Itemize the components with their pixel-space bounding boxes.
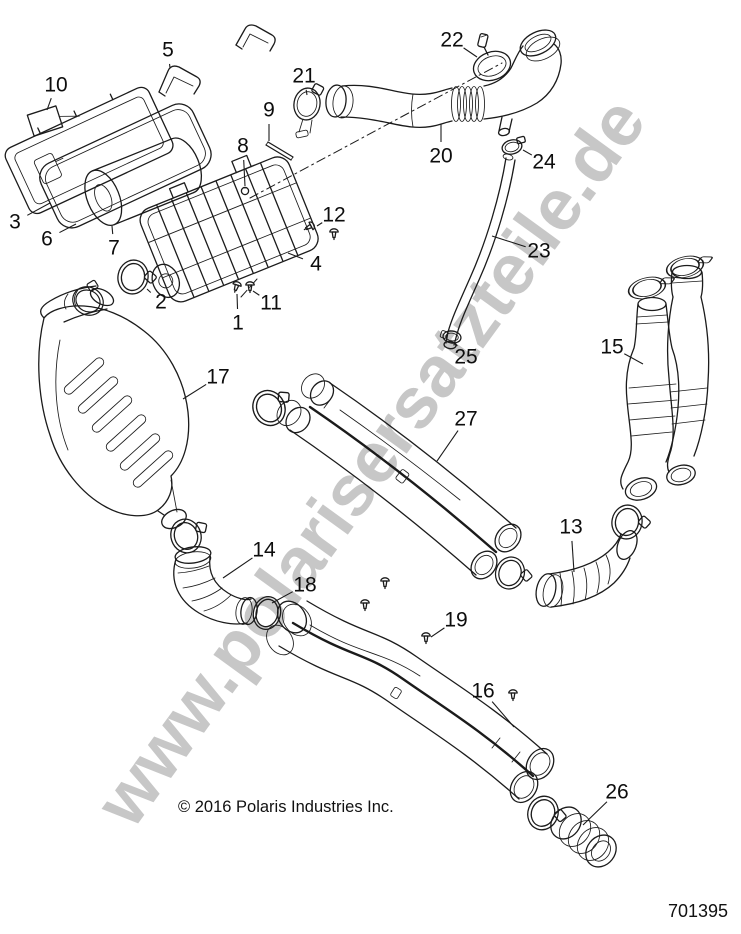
callout-15: 15 bbox=[600, 335, 624, 359]
part-dual-duct-16 bbox=[266, 600, 555, 804]
callout-9: 9 bbox=[263, 98, 275, 122]
part-mounting-bracket-b bbox=[235, 24, 276, 52]
part-elbow-hose-13 bbox=[535, 530, 638, 608]
callout-13: 13 bbox=[559, 515, 583, 539]
callout-12: 12 bbox=[322, 203, 346, 227]
callout-1: 1 bbox=[232, 311, 244, 335]
part-clamp-22 bbox=[472, 32, 512, 82]
callout-10: 10 bbox=[44, 73, 68, 97]
callout-leader-8 bbox=[243, 159, 246, 187]
assembly-centerline bbox=[240, 62, 503, 298]
part-decal-plate bbox=[26, 105, 80, 137]
part-airbox-cover bbox=[4, 86, 174, 215]
callout-6: 6 bbox=[41, 227, 53, 251]
part-cover-seal bbox=[39, 103, 212, 229]
callout-2: 2 bbox=[155, 290, 167, 314]
callout-leader-14 bbox=[222, 557, 253, 579]
callout-leader-10 bbox=[46, 97, 52, 111]
callout-16: 16 bbox=[471, 679, 495, 703]
callout-11: 11 bbox=[260, 291, 282, 315]
callout-19: 19 bbox=[444, 608, 468, 632]
callout-leader-19 bbox=[430, 627, 445, 638]
callout-leader-6 bbox=[59, 223, 77, 234]
callout-18: 18 bbox=[293, 573, 317, 597]
part-airbox-housing bbox=[139, 154, 319, 303]
callout-7: 7 bbox=[108, 236, 120, 260]
callout-leader-17 bbox=[182, 383, 207, 400]
callout-20: 20 bbox=[429, 144, 453, 168]
callout-leader-18 bbox=[271, 591, 293, 604]
part-dual-duct-27 bbox=[276, 373, 522, 580]
part-clamp-25 bbox=[439, 330, 462, 344]
callout-5: 5 bbox=[162, 38, 174, 62]
callout-24: 24 bbox=[532, 150, 556, 174]
part-intake-duct-17 bbox=[38, 285, 190, 530]
callout-leader-7 bbox=[111, 225, 114, 235]
callout-23: 23 bbox=[527, 239, 551, 263]
callout-leader-13 bbox=[571, 540, 575, 573]
callout-17: 17 bbox=[206, 365, 230, 389]
callout-leader-24 bbox=[522, 149, 533, 156]
callout-26: 26 bbox=[605, 780, 629, 804]
callout-leader-4 bbox=[287, 252, 304, 260]
callout-4: 4 bbox=[310, 252, 322, 276]
callout-leader-16 bbox=[491, 701, 515, 728]
copyright-notice: © 2016 Polaris Industries Inc. bbox=[178, 798, 394, 816]
callout-27: 27 bbox=[454, 407, 478, 431]
part-elbow-hose-14 bbox=[173, 546, 258, 626]
part-rod-9 bbox=[265, 141, 294, 161]
callout-3: 3 bbox=[9, 210, 21, 234]
callout-leader-25 bbox=[454, 342, 458, 347]
part-mounting-bracket-a bbox=[158, 65, 201, 97]
callout-leader-11 bbox=[252, 290, 260, 296]
callout-25: 25 bbox=[454, 345, 478, 369]
part-intake-tube-20 bbox=[325, 29, 562, 137]
drawing-number: 701395 bbox=[668, 901, 729, 921]
part-stud-8 bbox=[240, 186, 250, 196]
callout-leader-15 bbox=[624, 353, 644, 365]
callout-14: 14 bbox=[252, 538, 276, 562]
callout-leader-1 bbox=[236, 293, 239, 310]
part-adapter-26 bbox=[550, 806, 617, 868]
part-clamp-24 bbox=[501, 135, 526, 155]
callout-leader-26 bbox=[582, 801, 608, 826]
callout-8: 8 bbox=[237, 134, 249, 158]
callout-leader-27 bbox=[436, 430, 459, 462]
callout-leader-23 bbox=[491, 235, 526, 248]
callout-leader-22 bbox=[463, 47, 478, 58]
callout-leader-12 bbox=[316, 222, 323, 227]
callout-21: 21 bbox=[292, 64, 316, 88]
callout-leader-3 bbox=[27, 202, 51, 216]
part-air-filter bbox=[84, 137, 203, 227]
callout-22: 22 bbox=[440, 28, 464, 52]
part-clamp-21 bbox=[293, 83, 325, 139]
callout-leader-2 bbox=[146, 288, 152, 293]
callout-leader-21 bbox=[305, 89, 308, 96]
